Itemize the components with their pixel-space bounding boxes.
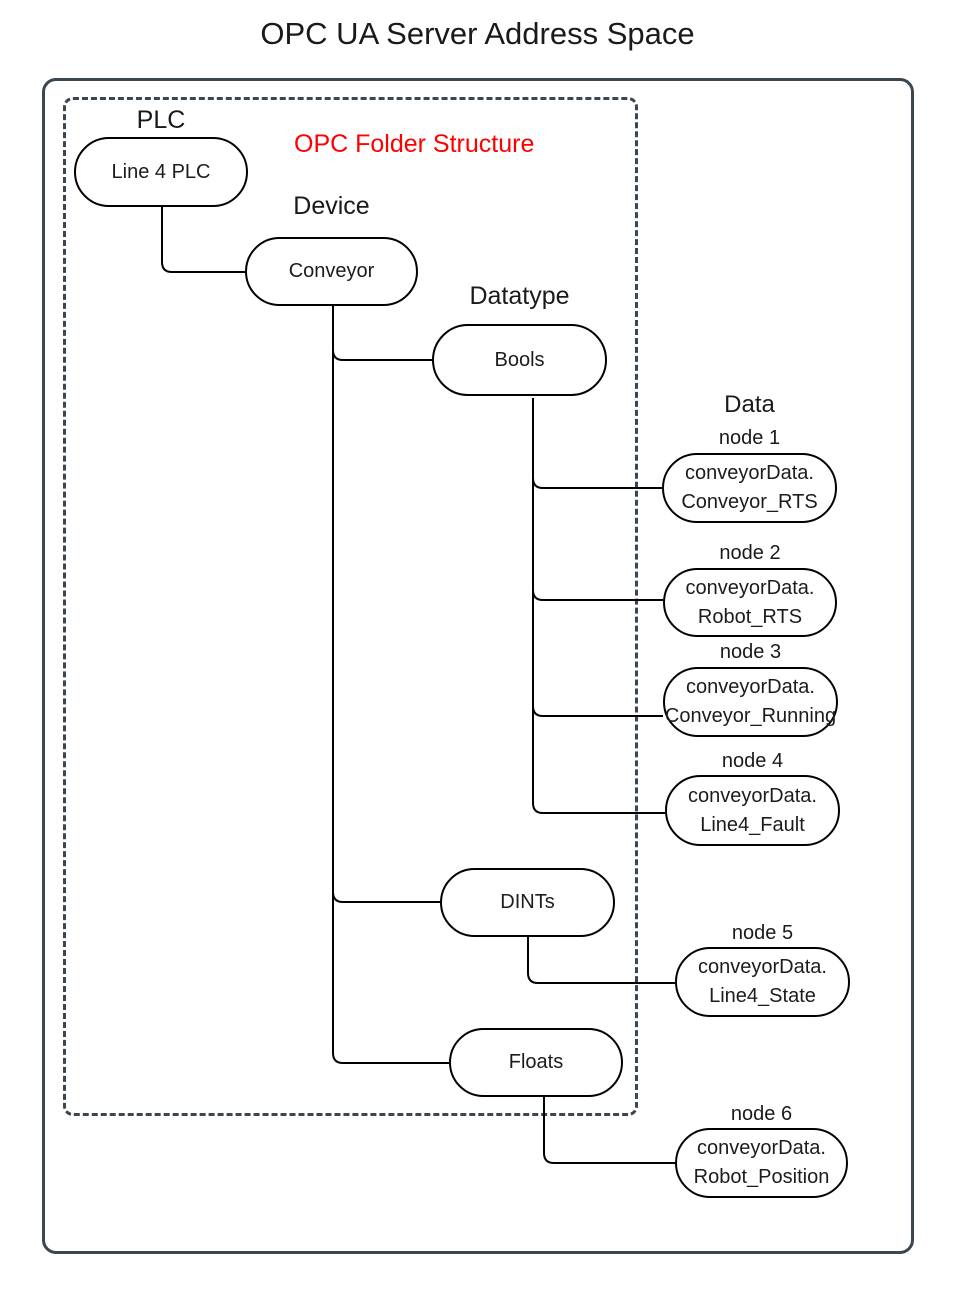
data-node-1-line2: Conveyor_RTS bbox=[681, 491, 818, 513]
node-4-title: node 4 bbox=[721, 750, 784, 772]
header-datatype: Datatype bbox=[469, 282, 570, 310]
data-node-6-line2: Robot_Position bbox=[693, 1166, 830, 1188]
bools-label: Bools bbox=[494, 348, 545, 371]
plc-node-label: Line 4 PLC bbox=[111, 160, 211, 183]
floats-label: Floats bbox=[508, 1051, 564, 1073]
data-node-2: conveyorData. Robot_RTS bbox=[663, 568, 837, 637]
node-6-title: node 6 bbox=[730, 1103, 793, 1125]
data-node-6: conveyorData. Robot_Position bbox=[675, 1128, 848, 1198]
plc-node: Line 4 PLC bbox=[74, 137, 248, 207]
header-device: Device bbox=[293, 192, 370, 220]
opc-folder-structure-label: OPC Folder Structure bbox=[294, 130, 535, 158]
data-node-1: conveyorData. Conveyor_RTS bbox=[662, 453, 837, 523]
node-1-title: node 1 bbox=[718, 427, 781, 449]
data-node-4: conveyorData. Line4_Fault bbox=[665, 775, 840, 846]
device-node: Conveyor bbox=[245, 237, 418, 306]
datatype-node-bools: Bools bbox=[432, 324, 607, 396]
node-5-title: node 5 bbox=[731, 922, 794, 944]
data-node-5-line1: conveyorData. bbox=[698, 956, 827, 978]
page-title: OPC UA Server Address Space bbox=[260, 16, 695, 51]
device-node-label: Conveyor bbox=[288, 260, 375, 282]
header-data: Data bbox=[724, 391, 775, 418]
node-2-title: node 2 bbox=[719, 542, 781, 564]
data-node-3: conveyorData. Conveyor_Running bbox=[663, 667, 838, 737]
node-3-title: node 3 bbox=[719, 641, 782, 663]
data-node-6-line1: conveyorData. bbox=[697, 1137, 826, 1159]
data-node-5: conveyorData. Line4_State bbox=[675, 947, 850, 1017]
data-node-3-line2: Conveyor_Running bbox=[664, 705, 837, 727]
data-node-2-line2: Robot_RTS bbox=[697, 605, 803, 628]
data-node-5-line2: Line4_State bbox=[709, 985, 816, 1007]
data-node-2-line1: conveyorData. bbox=[685, 576, 815, 599]
datatype-node-dints: DINTs bbox=[440, 868, 615, 937]
data-node-3-line1: conveyorData. bbox=[686, 676, 815, 698]
data-node-4-line2: Line4_Fault bbox=[700, 813, 805, 836]
datatype-node-floats: Floats bbox=[449, 1028, 623, 1097]
header-plc: PLC bbox=[136, 106, 186, 134]
data-node-1-line1: conveyorData. bbox=[685, 462, 814, 484]
data-node-4-line1: conveyorData. bbox=[688, 784, 817, 807]
address-space-frame bbox=[42, 78, 914, 1254]
dints-label: DINTs bbox=[500, 891, 555, 913]
